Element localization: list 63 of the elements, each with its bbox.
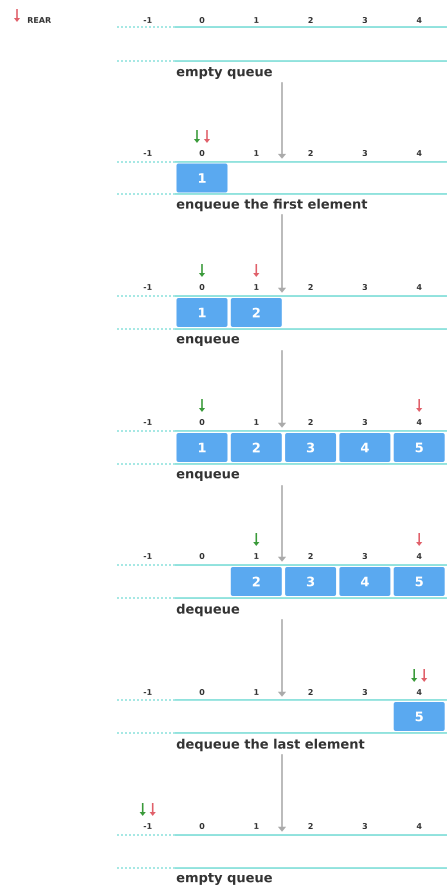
index-label: 0 xyxy=(200,418,204,426)
element-box: 4 xyxy=(339,567,390,596)
index-label: 1 xyxy=(254,553,259,559)
element-box: 5 xyxy=(394,433,445,462)
index-label: 4 xyxy=(416,553,422,559)
index-label: 3 xyxy=(362,822,368,830)
index-label: 4 xyxy=(416,689,422,695)
index-label: -1 xyxy=(144,284,152,290)
index-label: 0 xyxy=(200,688,204,696)
index-label: 4 xyxy=(416,823,422,829)
index-label: -1 xyxy=(144,150,152,156)
index-label: -1 xyxy=(144,823,152,829)
element-box: 5 xyxy=(394,702,445,731)
index-label: 1 xyxy=(254,17,259,23)
index-label: 0 xyxy=(200,822,204,830)
element-box: 2 xyxy=(230,433,282,462)
step-caption: empty queue xyxy=(176,67,272,79)
element-box: 5 xyxy=(394,567,445,596)
step-caption: enqueue xyxy=(176,471,240,481)
element-box: 2 xyxy=(230,298,282,327)
index-label: 3 xyxy=(362,688,368,696)
element-box: 1 xyxy=(176,433,228,462)
index-label: 1 xyxy=(254,284,259,290)
step-caption: enqueue the first element xyxy=(176,198,368,212)
index-label: 3 xyxy=(362,150,368,156)
index-label: 4 xyxy=(416,284,422,290)
index-label: -1 xyxy=(144,689,152,695)
index-label: 2 xyxy=(308,284,313,290)
index-label: 4 xyxy=(416,419,422,425)
index-label: 0 xyxy=(200,16,204,24)
step-caption: empty queue xyxy=(176,873,272,885)
index-label: 2 xyxy=(308,823,313,829)
element-box: 2 xyxy=(230,567,282,596)
element-box: 1 xyxy=(176,164,228,192)
index-label: 2 xyxy=(308,689,313,695)
index-label: 0 xyxy=(200,552,204,560)
step-caption: enqueue xyxy=(176,336,240,346)
index-label: 4 xyxy=(416,17,422,23)
index-label: 2 xyxy=(308,17,313,23)
index-label: 1 xyxy=(254,689,259,695)
index-label: 4 xyxy=(416,150,422,156)
index-label: 1 xyxy=(254,823,259,829)
index-label: 0 xyxy=(200,284,204,290)
element-box: 1 xyxy=(176,298,228,327)
index-label: 3 xyxy=(362,16,368,24)
element-box: 3 xyxy=(285,567,336,596)
index-label: -1 xyxy=(144,553,152,559)
index-label: 1 xyxy=(254,419,259,425)
index-label: -1 xyxy=(144,17,152,23)
step-caption: dequeue the last element xyxy=(176,738,364,752)
index-label: 2 xyxy=(308,553,313,559)
index-label: 2 xyxy=(308,150,313,156)
index-label: 3 xyxy=(362,552,368,560)
legend-text: REAR xyxy=(28,17,52,23)
index-label: 3 xyxy=(362,418,368,426)
step-caption: dequeue xyxy=(176,604,240,616)
index-label: 2 xyxy=(308,419,313,425)
index-label: 3 xyxy=(362,284,368,290)
index-label: 0 xyxy=(200,150,204,156)
element-box: 4 xyxy=(339,433,390,462)
element-box: 3 xyxy=(285,433,336,462)
index-label: 1 xyxy=(254,150,259,156)
index-label: -1 xyxy=(144,419,152,425)
